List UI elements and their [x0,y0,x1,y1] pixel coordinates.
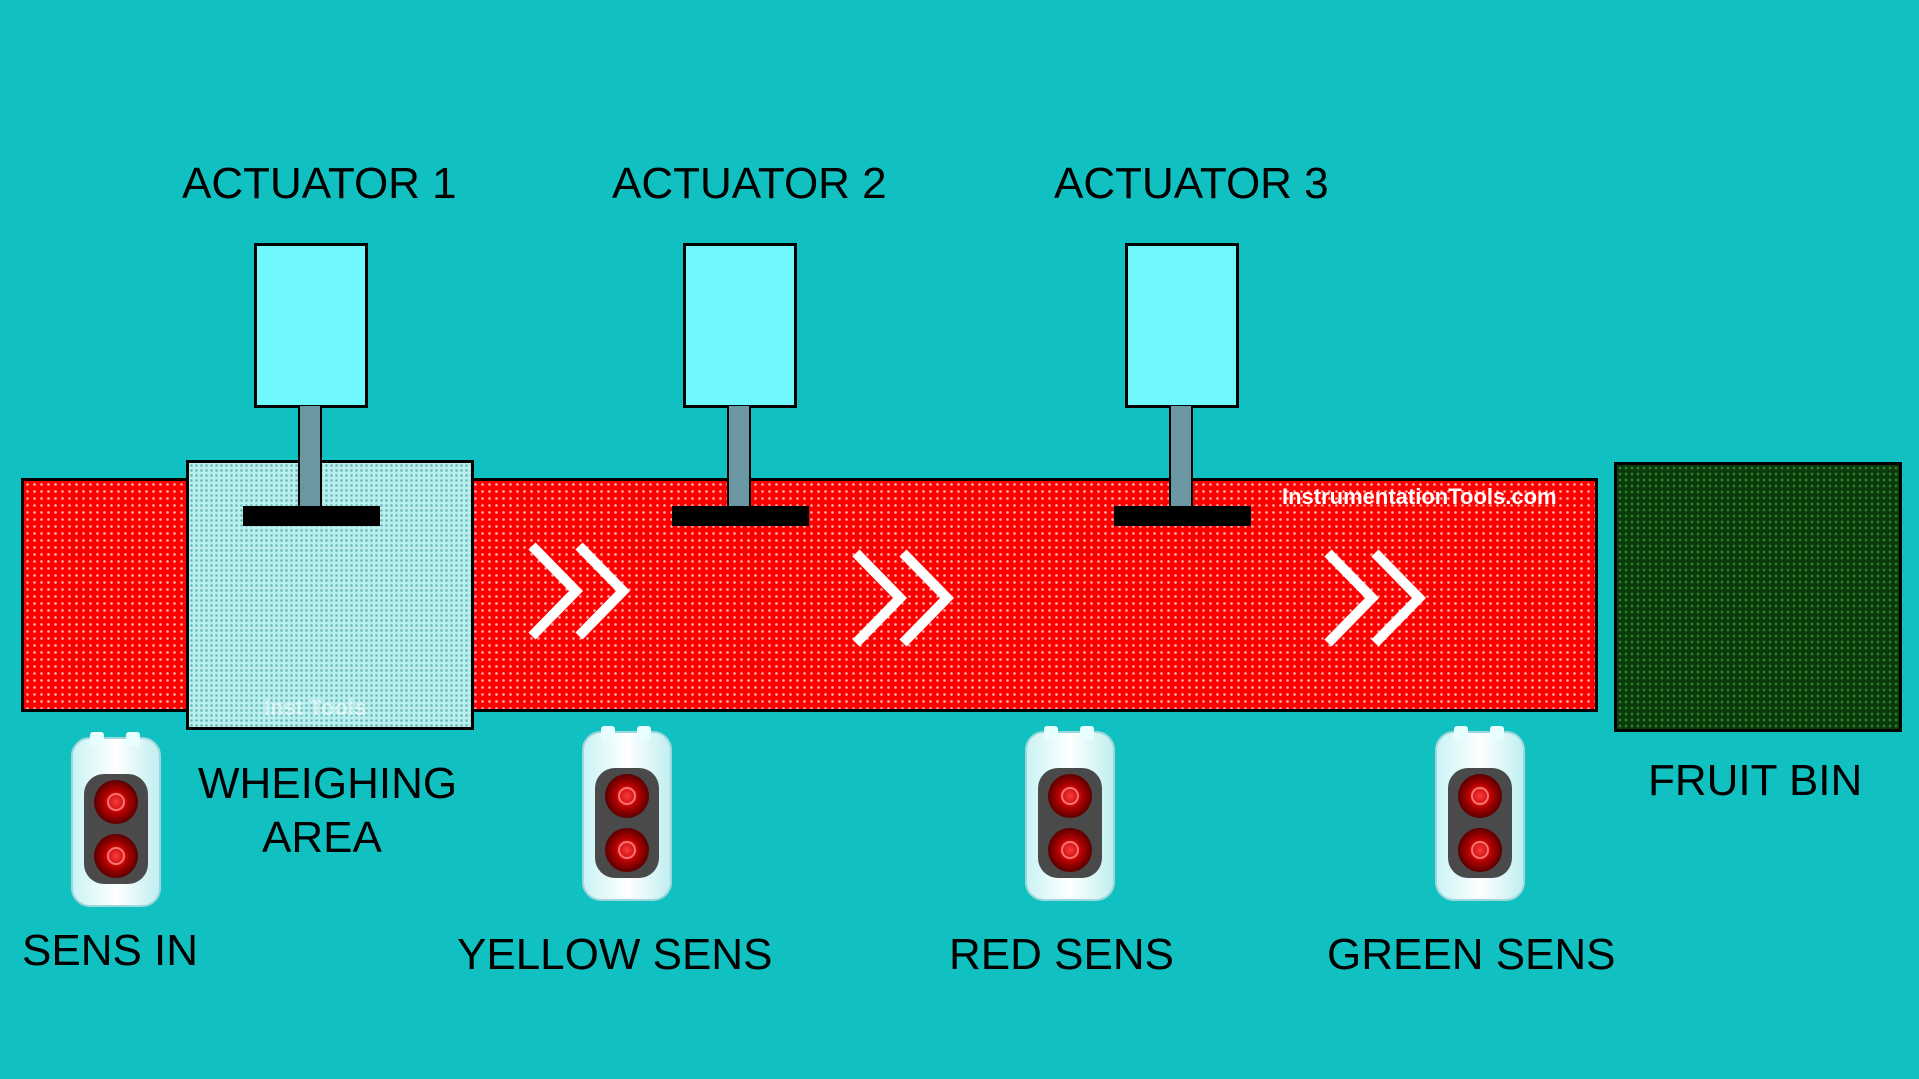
yellow-sens-label: YELLOW SENS [457,930,773,979]
photoelectric-sensor-icon [71,732,161,907]
sens-in-label: SENS IN [22,926,199,975]
actuator-3-plate [1114,506,1251,526]
actuator-1-rod [298,406,322,510]
chevron-right-icon [1324,549,1426,647]
photoelectric-sensor-icon [582,726,672,901]
actuator-1-body [254,243,368,408]
actuator-3-label: ACTUATOR 3 [1054,159,1329,208]
actuator-2-plate [672,506,809,526]
weighing-area [186,460,474,730]
actuator-3-body [1125,243,1239,408]
watermark: InstrumentationTools.com [1282,484,1557,509]
actuator-1-plate [243,506,380,526]
actuator-1-label: ACTUATOR 1 [182,159,457,208]
green-sens-label: GREEN SENS [1327,930,1616,979]
weighing-area-label-line2: AREA [262,813,382,862]
weighing-area-watermark: Inst Tools [264,695,367,720]
photoelectric-sensor-icon [1025,726,1115,901]
actuator-3-rod [1169,406,1193,510]
fruit-bin-label: FRUIT BIN [1648,756,1863,805]
actuator-2-body [683,243,797,408]
red-sens-label: RED SENS [949,930,1174,979]
chevron-right-icon [528,542,630,640]
weighing-area-label-line1: WHEIGHING [198,759,458,808]
photoelectric-sensor-icon [1435,726,1525,901]
fruit-bin [1614,462,1902,732]
chevron-right-icon [852,549,954,647]
actuator-2-rod [727,406,751,510]
actuator-2-label: ACTUATOR 2 [612,159,887,208]
